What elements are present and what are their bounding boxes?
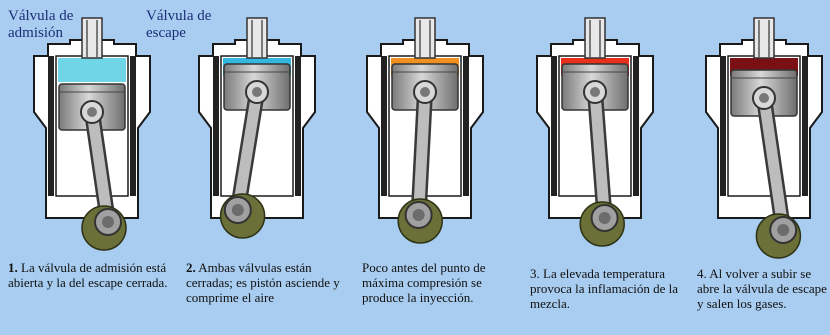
cylinder-wall-right (463, 56, 469, 196)
engine-cross-section-5 (705, 17, 823, 259)
engine-cross-section-4 (536, 17, 654, 247)
combustion-chamber (58, 58, 126, 82)
intake-valve-label: Válvula de admisión (8, 8, 74, 41)
connecting-rod (413, 86, 431, 221)
caption-step-3: 3. La elevada temperatura provoca la inf… (530, 266, 688, 311)
caption-step-4-text: 4. Al volver a subir se abre la válvula … (697, 266, 827, 311)
piston-pin-center (87, 107, 97, 117)
cylinder-wall-left (213, 56, 219, 196)
caption-step-1-number: 1. (8, 260, 18, 275)
injector (753, 17, 775, 59)
cylinder-wall-left (381, 56, 387, 196)
cylinder-wall-right (295, 56, 301, 196)
cylinder-wall-right (802, 56, 808, 196)
caption-step-1: 1. La válvula de admisión está abierta y… (8, 260, 176, 290)
crank-pin-center (231, 204, 244, 216)
connecting-rod (758, 92, 789, 236)
engine-cross-section-2 (198, 17, 316, 239)
injector (246, 17, 268, 59)
piston-pin-center (590, 87, 600, 97)
crank-pin-center (412, 209, 425, 221)
injector (584, 17, 606, 59)
cylinder-wall-left (48, 56, 54, 196)
caption-step-injection: Poco antes del punto de máxima compresió… (362, 260, 512, 305)
piston-pin-center (759, 93, 769, 103)
exhaust-valve-label: Válvula de escape (146, 8, 212, 41)
connecting-rod (86, 106, 114, 228)
caption-step-2-number: 2. (186, 260, 196, 275)
cylinder-wall-right (633, 56, 639, 196)
cylinder-wall-right (130, 56, 136, 196)
caption-step-2-text: Ambas válvulas están cerradas; es pistón… (186, 260, 340, 305)
caption-step-4: 4. Al volver a subir se abre la válvula … (697, 266, 829, 311)
engine-cross-section-1 (33, 17, 151, 251)
cylinder-wall-left (551, 56, 557, 196)
crank-pin-center (102, 216, 114, 228)
connecting-rod (589, 86, 611, 224)
caption-step-2: 2. Ambas válvulas están cerradas; es pis… (186, 260, 350, 305)
piston-pin-center (252, 87, 262, 97)
piston-pin-center (420, 87, 430, 97)
engine-cross-section-3 (366, 17, 484, 244)
crank-pin-center (777, 224, 790, 236)
cylinder-wall-left (720, 56, 726, 196)
injector (414, 17, 436, 59)
caption-step-1-text: La válvula de admisión está abierta y la… (8, 260, 168, 290)
caption-step-3-text: 3. La elevada temperatura provoca la inf… (530, 266, 678, 311)
caption-step-injection-text: Poco antes del punto de máxima compresió… (362, 260, 486, 305)
crank-pin-center (598, 212, 611, 224)
connecting-rod (232, 86, 263, 216)
